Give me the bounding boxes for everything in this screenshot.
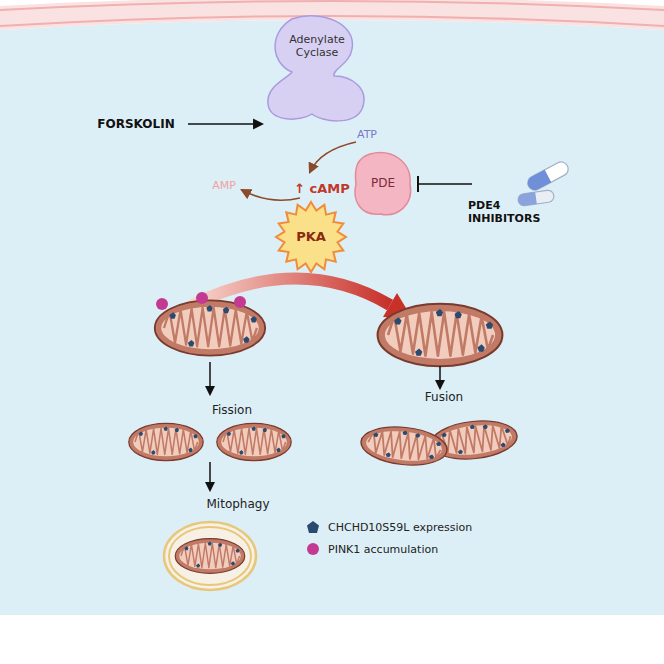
starburst-node: PKA xyxy=(275,201,347,273)
pink1-dot xyxy=(196,292,208,304)
mitochondrion xyxy=(155,300,265,355)
text-label: ↑ cAMP xyxy=(294,181,350,197)
legend-row: PINK1 accumulation xyxy=(306,538,472,560)
node-label: PDE xyxy=(371,177,395,191)
autophagosome xyxy=(164,522,256,590)
pill-half xyxy=(525,170,551,193)
legend-swatch xyxy=(306,542,320,556)
text-label: AMP xyxy=(212,179,236,192)
legend-swatch xyxy=(306,520,320,534)
protein-node: PDE xyxy=(352,150,414,218)
text-label: FORSKOLIN xyxy=(97,117,174,131)
node-label: Adenylate Cyclase xyxy=(274,34,360,59)
pink1-dot xyxy=(234,296,246,308)
pink1-dot xyxy=(156,298,168,310)
conversion-arrow xyxy=(310,142,356,172)
autophagosome xyxy=(169,527,251,585)
flow-arrow xyxy=(209,362,211,394)
text-label: ATP xyxy=(357,128,377,141)
flow-arrow xyxy=(209,462,211,490)
legend: CHCHD10S59L expressionPINK1 accumulation xyxy=(306,516,472,560)
membrane-line xyxy=(0,1,664,10)
mitochondrion xyxy=(378,304,503,366)
pill-body xyxy=(525,159,570,192)
text-label: PDE4 INHIBITORS xyxy=(468,199,548,225)
pill-icon xyxy=(517,190,554,207)
mitochondrion xyxy=(217,423,291,460)
text-label: Fission xyxy=(212,403,252,417)
node-label: PKA xyxy=(296,230,326,245)
legend-text: PINK1 accumulation xyxy=(328,543,438,556)
text-label: Fusion xyxy=(425,390,463,404)
flow-arrow xyxy=(439,366,441,388)
pill-body xyxy=(517,190,554,207)
protein-node: Adenylate Cyclase xyxy=(262,14,372,126)
legend-text: CHCHD10S59L expression xyxy=(328,521,472,534)
adenylate-cyclase-shape xyxy=(268,16,364,121)
pill-icon xyxy=(525,159,570,192)
mitochondrion xyxy=(175,539,245,574)
text-label: Mitophagy xyxy=(206,497,269,511)
pde-shape xyxy=(355,153,411,215)
marker-shape xyxy=(307,521,319,533)
mitochondrion xyxy=(359,423,449,469)
conversion-arrow xyxy=(242,190,300,200)
activation-arrow xyxy=(188,123,262,125)
mitochondrion xyxy=(129,423,203,460)
pill-half xyxy=(517,192,536,206)
node-outline xyxy=(262,14,372,126)
legend-row: CHCHD10S59L expression xyxy=(306,516,472,538)
inhibition-bar xyxy=(417,176,419,192)
pka-starburst xyxy=(276,202,346,272)
inhibition-line xyxy=(418,183,472,185)
marker-shape xyxy=(307,543,319,555)
